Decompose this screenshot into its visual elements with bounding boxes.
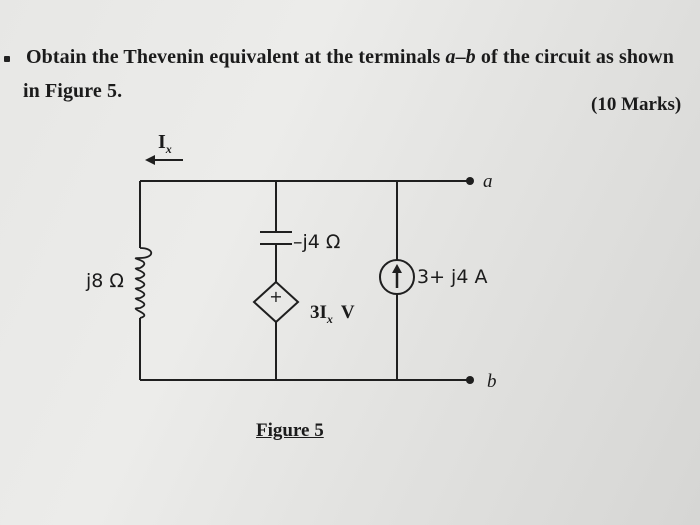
- dependent-source-polarity: +: [269, 287, 282, 306]
- current-arrow-icon: [145, 155, 183, 165]
- question-terminal-a: a: [445, 46, 456, 68]
- inductor-icon: [134, 247, 153, 319]
- figure-caption: Figure 5: [256, 420, 324, 441]
- question-text-prefix: Obtain the Thevenin equivalent at the te…: [26, 46, 446, 68]
- terminal-b-dot: [466, 376, 474, 384]
- question-text-line2: in Figure 5.: [23, 80, 123, 102]
- current-source-icon: [379, 259, 415, 295]
- capacitor-label: –j4 Ω: [293, 231, 340, 253]
- inductor-label: j8 Ω: [85, 270, 124, 292]
- terminal-a-label: a: [483, 171, 493, 192]
- question-bullet: [4, 56, 10, 62]
- current-label: Ix: [158, 131, 172, 156]
- terminal-a-dot: [466, 177, 474, 185]
- current-source-label: 3+ j4 A: [417, 266, 487, 288]
- marks-label: (10 Marks): [591, 94, 682, 115]
- capacitor-icon: [260, 231, 292, 245]
- question-text-line1: Obtain the Thevenin equivalent at the te…: [26, 46, 674, 69]
- dependent-voltage-source-icon: +: [252, 280, 300, 324]
- question-text-suffix: of the circuit as shown: [475, 46, 674, 68]
- terminal-b-label: b: [487, 371, 497, 392]
- question-dash: –: [455, 46, 466, 68]
- circuit-wires: [139, 180, 470, 381]
- question-terminal-b: b: [465, 46, 476, 68]
